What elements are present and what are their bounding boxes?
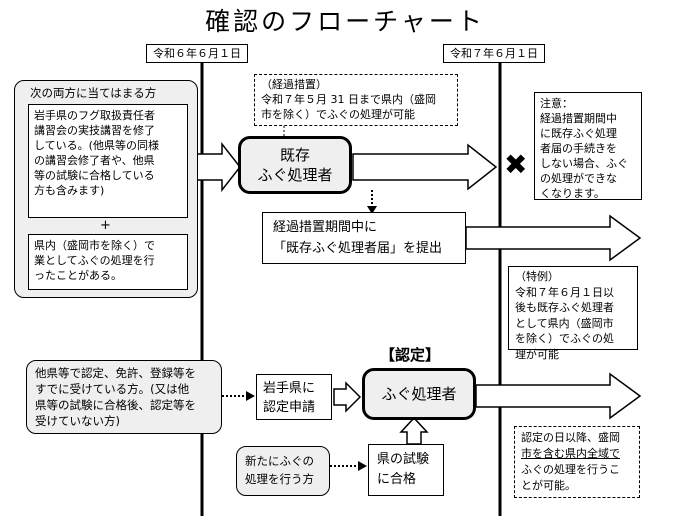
after-cert-line: 市を含む県内全域で bbox=[521, 447, 620, 460]
new-person-line-1: 新たにふぐの bbox=[245, 454, 314, 468]
new-person-box: 新たにふぐの 処理を行う方 bbox=[236, 446, 330, 496]
other-pref-line: すでに受けている方。(又は他 bbox=[35, 382, 190, 396]
arrow-exam-to-cert bbox=[399, 416, 429, 445]
condition-training-line: 講習会の実技講習を修了 bbox=[34, 124, 155, 137]
other-pref-line: 他県等で認定、免許、登録等を bbox=[35, 366, 196, 380]
arrow-apply-to-cert bbox=[333, 381, 362, 413]
certified-label: ふぐ処理者 bbox=[381, 385, 457, 403]
after-cert-box: 認定の日以降、盛岡 市を含む県内全域で ふぐの処理を行うこ とが可能。 bbox=[514, 426, 640, 498]
condition-training: 岩手県のフグ取扱責任者 講習会の実技講習を修了 している。(他県等の同様 の講習… bbox=[28, 104, 188, 218]
condition-experience-line: 業としてふぐの処理を行 bbox=[34, 254, 155, 267]
exam-line-1: 県の試験 bbox=[377, 452, 430, 467]
exception-line: 令和７年６月１日以 bbox=[515, 285, 614, 299]
condition-training-line: している。(他県等の同様 bbox=[34, 139, 159, 152]
after-cert-line: 認定の日以降、盛岡 bbox=[521, 431, 620, 444]
conditions-heading: 次の両方に当てはまる方 bbox=[30, 86, 157, 100]
plus-sign: + bbox=[100, 218, 111, 233]
arrow-to-exception bbox=[465, 214, 642, 262]
transition-line-1: 令和７年５月 31 日まで県内（盛岡 bbox=[261, 93, 436, 106]
arrow-to-existing bbox=[193, 141, 241, 193]
note-line: に既存ふぐ処理 bbox=[540, 127, 617, 140]
existing-handler-box: 既存 ふぐ処理者 bbox=[238, 136, 352, 194]
existing-line-2: ふぐ処理者 bbox=[257, 166, 333, 184]
condition-experience-line: ったことがある。 bbox=[34, 269, 122, 282]
condition-experience-line: 県内（盛岡市を除く）で bbox=[34, 239, 155, 252]
after-cert-line: とが可能。 bbox=[521, 479, 576, 492]
exception-box: （特例） 令和７年６月１日以 後も既存ふぐ処理者 として県内（盛岡市 を除く）で… bbox=[508, 266, 638, 361]
note-box: 注意： 経過措置期間中 に既存ふぐ処理 者届の手続きを しない場合、ふぐ の処理… bbox=[534, 92, 642, 200]
certified-handler-box: ふぐ処理者 bbox=[362, 368, 476, 420]
arrow-to-deadline bbox=[352, 143, 498, 191]
note-line: 者届の手続きを bbox=[540, 142, 617, 155]
exception-line: として県内（盛岡市 bbox=[515, 316, 614, 330]
new-person-line-2: 処理を行う方 bbox=[245, 472, 314, 486]
transition-heading: （経過措置） bbox=[261, 78, 327, 91]
existing-line-1: 既存 bbox=[279, 146, 310, 164]
certification-label: 【認定】 bbox=[380, 346, 441, 364]
note-line: しない場合、ふぐ bbox=[540, 157, 628, 170]
transition-line-2: 市を除く）でふぐの処理が可能 bbox=[261, 108, 415, 121]
exception-heading: （特例） bbox=[515, 270, 559, 283]
exception-line: 後も既存ふぐ処理者 bbox=[515, 301, 614, 314]
note-heading: 注意： bbox=[540, 97, 573, 110]
condition-training-line: 等の試験に合格している bbox=[34, 169, 155, 182]
other-pref-line: 受けていない方) bbox=[35, 414, 120, 428]
condition-training-line: 岩手県のフグ取扱責任者 bbox=[34, 109, 155, 122]
after-cert-line: ふぐの処理を行うこ bbox=[521, 463, 620, 476]
condition-experience: 県内（盛岡市を除く）で 業としてふぐの処理を行 ったことがある。 bbox=[28, 234, 188, 290]
arrow-cert-to-after bbox=[475, 372, 642, 420]
condition-training-line: 方も含みます) bbox=[34, 184, 105, 197]
note-line: 経過措置期間中 bbox=[540, 112, 617, 125]
apply-box: 岩手県に 認定申請 bbox=[256, 374, 332, 420]
note-line: くなります。 bbox=[540, 187, 605, 200]
other-prefecture-box: 他県等で認定、免許、登録等を すでに受けている方。(又は他 県等の試験に合格後、… bbox=[26, 360, 222, 434]
transition-callout: （経過措置） 令和７年５月 31 日まで県内（盛岡 市を除く）でふぐの処理が可能 bbox=[254, 74, 458, 126]
other-pref-line: 県等の試験に合格後、認定等を bbox=[35, 398, 196, 412]
note-line: の処理ができな bbox=[540, 172, 617, 185]
exam-box: 県の試験 に合格 bbox=[368, 444, 444, 496]
date-end-label: 令和７年６月１日 bbox=[443, 44, 545, 63]
exception-line: 理が可能 bbox=[515, 347, 559, 361]
exam-line-2: に合格 bbox=[377, 472, 417, 487]
page-title: 確認のフローチャート bbox=[205, 7, 485, 36]
cross-icon: ✖ bbox=[504, 148, 528, 181]
notify-box: 経過措置期間中に 「既存ふぐ処理者届」を提出 bbox=[262, 212, 466, 264]
exception-line: を除く）でふぐの処 bbox=[515, 332, 614, 345]
notify-line-2: 「既存ふぐ処理者届」を提出 bbox=[273, 241, 443, 256]
date-start-label: 令和６年６月１日 bbox=[146, 44, 248, 63]
apply-line-2: 認定申請 bbox=[263, 400, 316, 415]
notify-line-1: 経過措置期間中に bbox=[273, 220, 378, 235]
condition-training-line: の講習会修了者や、他県 bbox=[34, 154, 155, 167]
apply-line-1: 岩手県に bbox=[263, 381, 316, 396]
